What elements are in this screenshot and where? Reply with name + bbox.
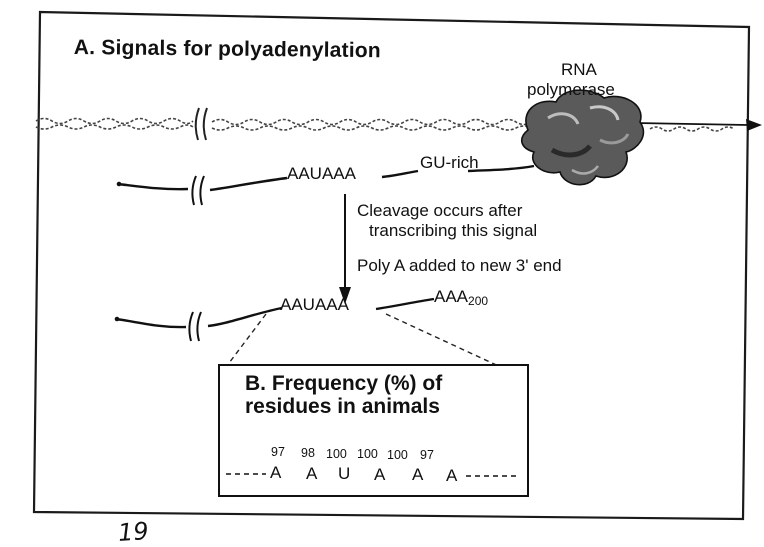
- residue-base: U: [338, 464, 350, 484]
- rna-polymerase-label-line2: polymerase: [527, 80, 615, 100]
- residue-frequency: 100: [357, 447, 378, 461]
- rna-polymerase-label-line1: RNA: [561, 60, 597, 80]
- residue-base: A: [270, 463, 281, 483]
- residue-base: A: [412, 465, 423, 485]
- cleavage-note-line2: transcribing this signal: [369, 221, 537, 241]
- residue-frequency: 97: [271, 445, 285, 459]
- residue-base: A: [374, 465, 385, 485]
- residue-base: A: [306, 464, 317, 484]
- gu-rich-element-label: GU-rich: [420, 153, 479, 173]
- bottom-rna-strand: [116, 299, 434, 327]
- panel-b-title-line2: residues in animals: [245, 395, 440, 418]
- top-strand-5prime-cap: [117, 182, 122, 187]
- poly-a-tail-base: AAA: [434, 287, 468, 306]
- bottom-strand-signal-sequence: AAUAAA: [280, 295, 349, 315]
- rna-polymerase-shape: [522, 90, 644, 185]
- residue-frequency: 98: [301, 446, 315, 460]
- top-strand-break-mark: [192, 176, 204, 205]
- handwritten-page-number: 19: [117, 517, 149, 547]
- residue-base: A: [446, 466, 457, 486]
- panel-a-title: A. Signals for polyadenylation: [74, 36, 381, 63]
- panel-b-title-line1: B. Frequency (%) of: [245, 372, 442, 395]
- elongation-arrowhead: [746, 119, 762, 131]
- bottom-strand-5prime-cap: [115, 317, 120, 322]
- poly-a-tail-label: AAA200: [434, 287, 488, 308]
- top-strand-signal-sequence: AAUAAA: [287, 164, 356, 184]
- cleavage-note-line1: Cleavage occurs after: [357, 201, 522, 221]
- residue-frequency: 100: [387, 448, 408, 462]
- poly-a-note: Poly A added to new 3' end: [357, 256, 562, 276]
- elongation-arrow: [636, 123, 748, 125]
- dna-break-mark: [196, 108, 207, 140]
- poly-a-tail-length: 200: [468, 294, 488, 308]
- residue-frequency: 97: [420, 448, 434, 462]
- residue-frequency: 100: [326, 447, 347, 461]
- bottom-strand-break-mark: [189, 312, 201, 341]
